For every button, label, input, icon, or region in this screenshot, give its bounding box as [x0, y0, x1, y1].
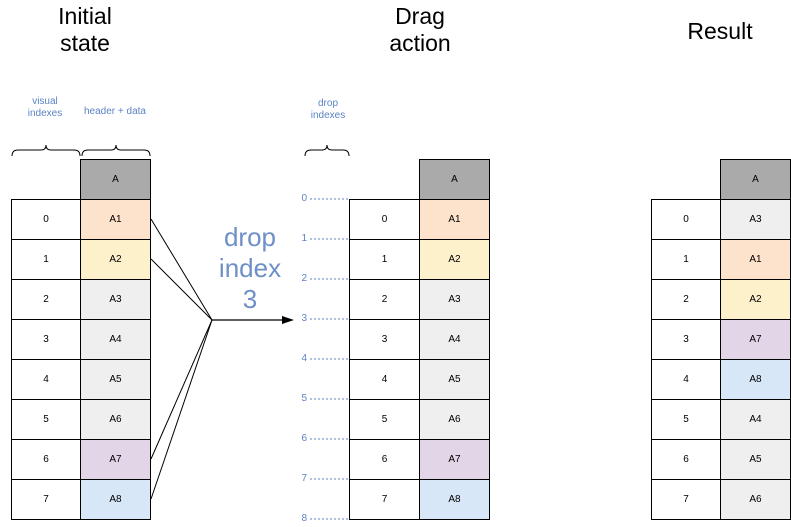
drag-header-cell: A: [419, 159, 490, 200]
label-visual-indexes: visual indexes: [27, 96, 63, 119]
result-index-cell: 6: [651, 439, 721, 480]
result-index-cell: 3: [651, 319, 721, 360]
drag-index-cell: 3: [349, 319, 420, 360]
drop-index-number: 4: [301, 353, 307, 364]
brace-visual-indexes: [11, 144, 81, 157]
drag-data-cell: A5: [419, 359, 490, 400]
drag-data-cell: A4: [419, 319, 490, 360]
result-data-cell: A6: [720, 479, 791, 520]
drag-index-cell: 4: [349, 359, 420, 400]
drag-data-cell: A3: [419, 279, 490, 320]
drag-index-cell: 0: [349, 199, 420, 240]
initial-data-cell: A6: [80, 399, 151, 440]
title-initial-state: Initial state: [58, 3, 112, 56]
initial-index-cell: 2: [11, 279, 81, 320]
result-index-cell: 2: [651, 279, 721, 320]
drop-index-number: 2: [301, 273, 307, 284]
drop-index-number: 6: [301, 433, 307, 444]
label-drop-indexes: drop indexes: [310, 98, 346, 121]
result-header-cell: A: [720, 159, 791, 200]
initial-index-cell: 0: [11, 199, 81, 240]
title-result: Result: [687, 18, 753, 44]
drag-data-cell: A2: [419, 239, 490, 280]
brace-header-data: [81, 144, 151, 157]
result-index-cell: 5: [651, 399, 721, 440]
initial-data-cell: A7: [80, 439, 151, 480]
initial-data-cell: A1: [80, 199, 151, 240]
drop-index-number: 3: [301, 313, 307, 324]
initial-index-cell: 3: [11, 319, 81, 360]
result-data-cell: A1: [720, 239, 791, 280]
drag-index-cell: 7: [349, 479, 420, 520]
drop-index-number: 1: [301, 233, 307, 244]
result-data-cell: A2: [720, 279, 791, 320]
drag-index-cell: 2: [349, 279, 420, 320]
drag-data-cell: A6: [419, 399, 490, 440]
result-index-cell: 1: [651, 239, 721, 280]
initial-header-cell: A: [80, 159, 151, 200]
initial-index-cell: 5: [11, 399, 81, 440]
initial-index-cell: 1: [11, 239, 81, 280]
result-data-cell: A8: [720, 359, 791, 400]
drop-index-number: 8: [301, 513, 307, 524]
result-index-cell: 0: [651, 199, 721, 240]
drag-data-cell: A7: [419, 439, 490, 480]
result-data-cell: A5: [720, 439, 791, 480]
result-data-cell: A7: [720, 319, 791, 360]
result-index-cell: 4: [651, 359, 721, 400]
drop-index-number: 7: [301, 473, 307, 484]
drop-index-label: drop index 3: [218, 222, 282, 314]
drag-data-cell: A8: [419, 479, 490, 520]
drag-index-cell: 5: [349, 399, 420, 440]
initial-index-cell: 7: [11, 479, 81, 520]
initial-data-cell: A2: [80, 239, 151, 280]
result-data-cell: A3: [720, 199, 791, 240]
move-connector-line: [150, 319, 213, 500]
result-data-cell: A4: [720, 399, 791, 440]
drag-index-cell: 6: [349, 439, 420, 480]
initial-index-cell: 6: [11, 439, 81, 480]
move-connector-line: [150, 218, 213, 321]
title-drag-action: Drag action: [389, 3, 451, 56]
label-header-data: header + data: [84, 106, 146, 117]
drag-data-cell: A1: [419, 199, 490, 240]
initial-data-cell: A5: [80, 359, 151, 400]
initial-data-cell: A4: [80, 319, 151, 360]
initial-data-cell: A8: [80, 479, 151, 520]
initial-index-cell: 4: [11, 359, 81, 400]
drop-index-number: 0: [301, 193, 307, 204]
initial-data-cell: A3: [80, 279, 151, 320]
drop-index-number: 5: [301, 393, 307, 404]
brace-drop-indexes: [304, 144, 350, 157]
drag-index-cell: 1: [349, 239, 420, 280]
move-connector-line: [150, 319, 213, 460]
move-connector-line: [150, 258, 213, 321]
result-index-cell: 7: [651, 479, 721, 520]
